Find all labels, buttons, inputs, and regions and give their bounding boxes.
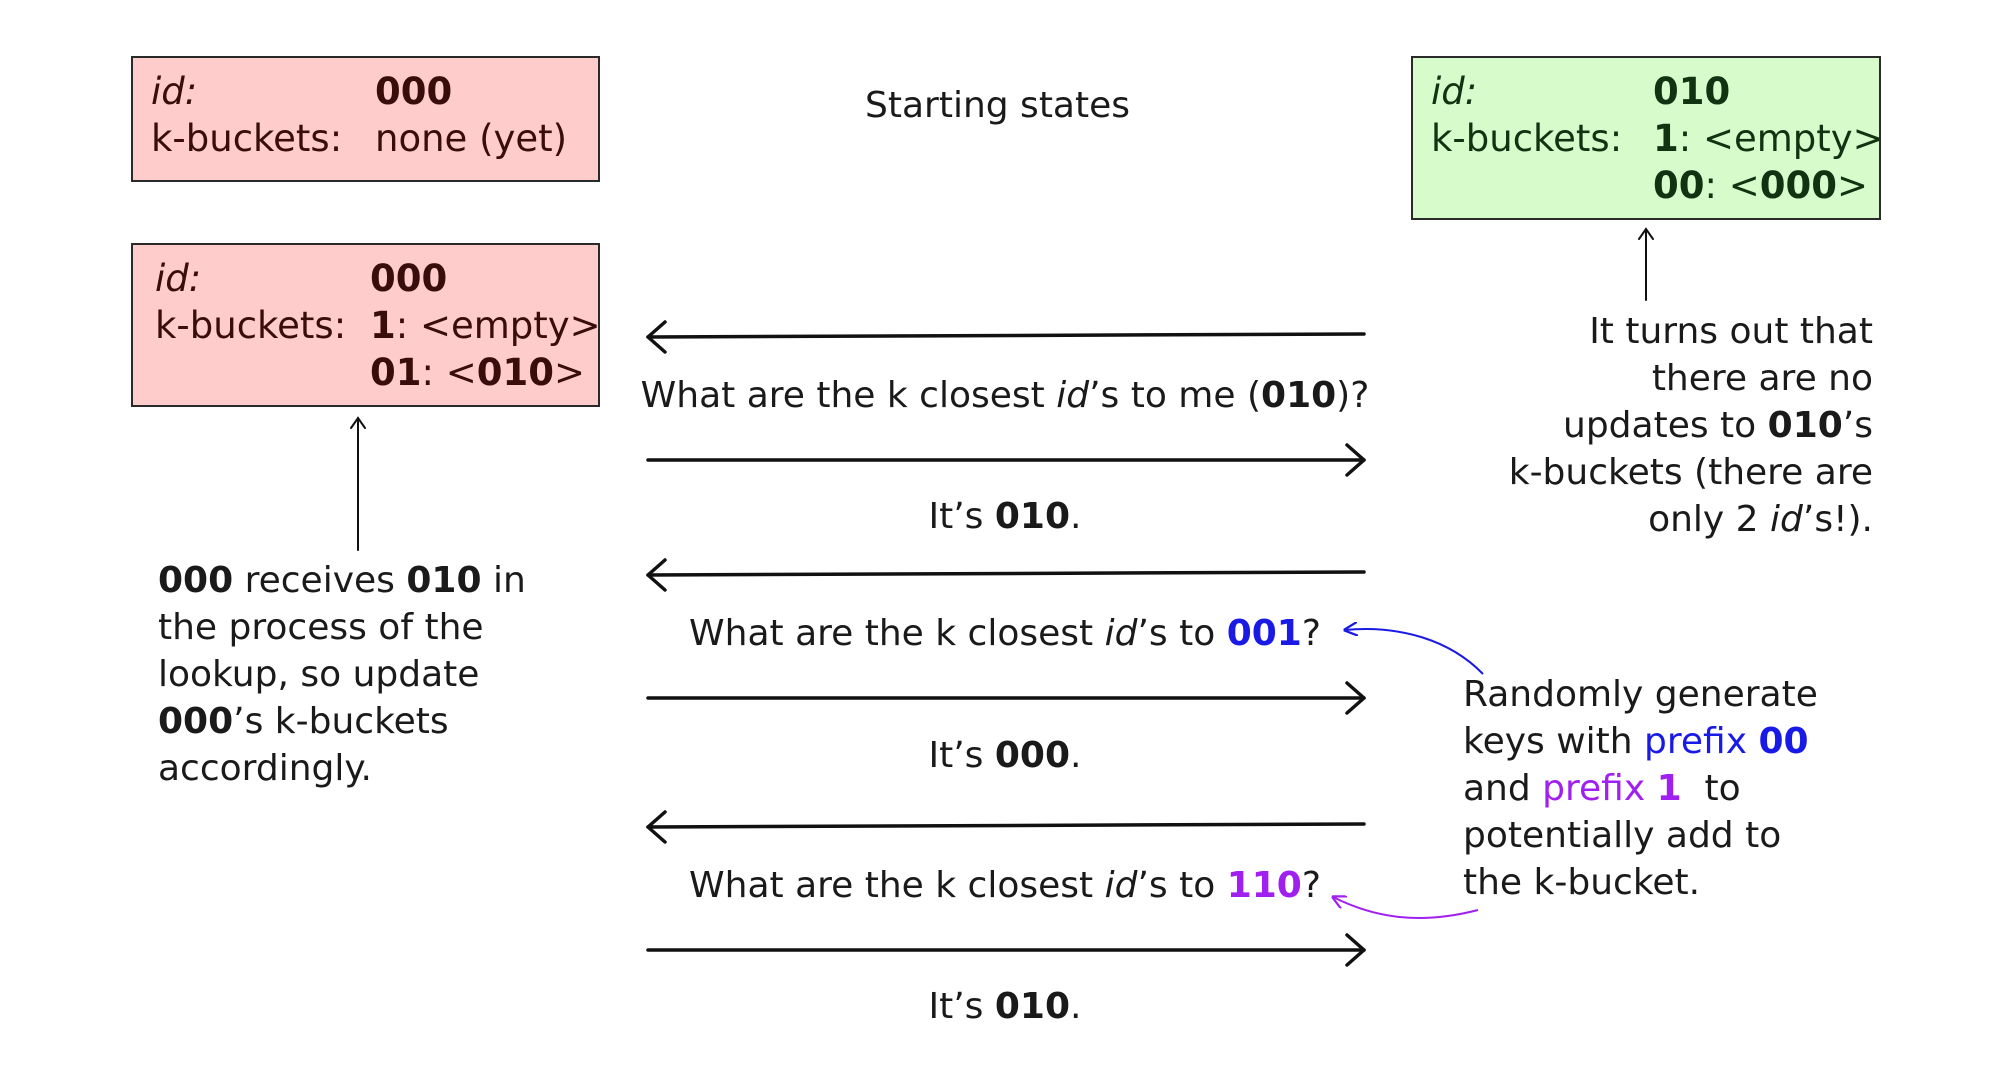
left-note-line-1: 000 receives 010 in <box>158 560 526 601</box>
right-note-line-4: k-buckets (there are <box>1508 452 1873 493</box>
up-arrow-to-node-000 <box>350 416 366 551</box>
right-note: It turns out that there are no updates t… <box>1420 308 1873 543</box>
right-note-line-3: updates to 010’s <box>1563 405 1873 446</box>
id-label: id: <box>155 257 202 300</box>
up-arrow-to-node-010 <box>1638 227 1654 301</box>
id-row: id: 000 <box>133 68 598 115</box>
bucket-2: 01: <010> <box>370 351 585 394</box>
random-note-line-3: and prefix 1 to <box>1463 768 1741 809</box>
arrow-right-3 <box>646 933 1366 967</box>
k-buckets-label: k-buckets: <box>155 304 347 347</box>
k-buckets-row: k-buckets: 1: <empty> <box>1413 115 1884 162</box>
left-note-line-4: 000’s k-buckets <box>158 701 449 742</box>
random-keys-note: Randomly generate keys with prefix 00 an… <box>1463 671 1818 906</box>
message-3: What are the k closest id’s to 110? <box>689 865 1321 906</box>
node-010-box: id: 010 k-buckets: 1: <empty> 00: <000> <box>1411 56 1884 220</box>
k-buckets-label: k-buckets: <box>1431 117 1623 160</box>
id-label: id: <box>1431 70 1478 113</box>
arrow-left-3 <box>646 810 1366 844</box>
k-buckets-value: none (yet) <box>375 117 568 160</box>
k-buckets-row: k-buckets: 1: <empty> <box>133 302 601 349</box>
k-buckets-label: k-buckets: <box>151 117 343 160</box>
node-000-updated-box: id: 000 k-buckets: 1: <empty> 01: <010> <box>131 243 601 407</box>
message-2: What are the k closest id’s to 001? <box>689 613 1321 654</box>
right-note-line-5: only 2 id’s!). <box>1648 499 1873 540</box>
message-1: What are the k closest id’s to me (010)? <box>640 375 1370 416</box>
id-value: 010 <box>1653 70 1731 113</box>
id-label: id: <box>151 70 198 113</box>
bucket-2-row: 01: <010> <box>133 349 598 396</box>
id-value: 000 <box>370 257 448 300</box>
bucket-1: 1: <empty> <box>370 304 601 347</box>
id-row: id: 010 <box>1413 68 1879 115</box>
bucket-1: 1: <empty> <box>1653 117 1884 160</box>
id-row: id: 000 <box>133 255 598 302</box>
random-note-line-4: potentially add to <box>1463 815 1782 856</box>
left-note-line-5: accordingly. <box>158 748 372 789</box>
bucket-2: 00: <000> <box>1653 164 1868 207</box>
right-note-line-1: It turns out that <box>1589 311 1873 352</box>
bucket-2-row: 00: <000> <box>1413 162 1879 209</box>
arrow-right-1 <box>646 443 1366 477</box>
random-note-line-5: the k-bucket. <box>1463 862 1701 903</box>
reply-2: It’s 000. <box>928 735 1082 776</box>
right-note-line-2: there are no <box>1651 358 1873 399</box>
random-note-line-2: keys with prefix 00 <box>1463 721 1809 762</box>
left-note-line-3: lookup, so update <box>158 654 480 695</box>
left-note: 000 receives 010 in the process of the l… <box>158 557 526 792</box>
left-note-line-2: the process of the <box>158 607 484 648</box>
node-000-start-box: id: 000 k-buckets: none (yet) <box>131 56 600 182</box>
arrow-left-1 <box>646 320 1366 354</box>
arrow-left-2 <box>646 558 1366 592</box>
reply-1: It’s 010. <box>928 496 1082 537</box>
k-buckets-row: k-buckets: none (yet) <box>133 115 598 162</box>
reply-3: It’s 010. <box>928 986 1082 1027</box>
purple-curve-arrow <box>1333 897 1479 919</box>
id-value: 000 <box>375 70 453 113</box>
random-note-line-1: Randomly generate <box>1463 674 1818 715</box>
blue-curve-arrow <box>1345 629 1484 675</box>
starting-states-title: Starting states <box>865 85 1131 126</box>
arrow-right-2 <box>646 681 1366 715</box>
